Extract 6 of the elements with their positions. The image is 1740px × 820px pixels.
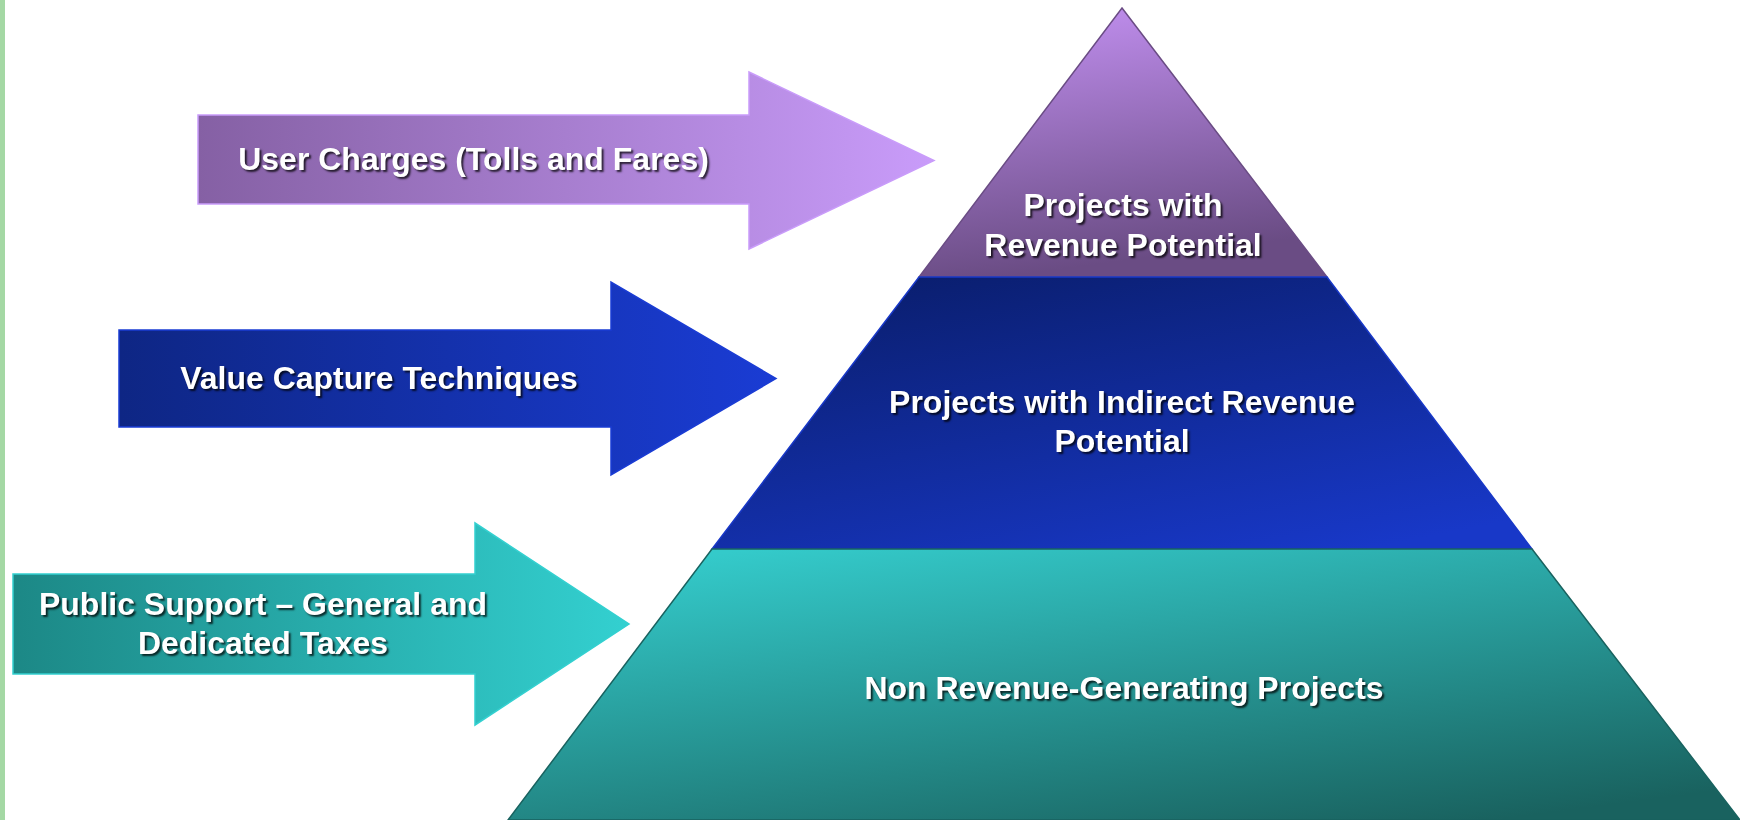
- level-label: Projects with Revenue Potential: [983, 186, 1263, 265]
- arrow-label: User Charges (Tolls and Fares): [238, 140, 709, 179]
- arrow-label: Public Support – General and Dedicated Taxes: [37, 584, 489, 663]
- level-label: Non Revenue-Generating Projects: [864, 669, 1384, 709]
- arrow-label: Value Capture Techniques: [180, 359, 578, 398]
- level-label: Projects with Indirect Revenue Potential: [888, 382, 1356, 461]
